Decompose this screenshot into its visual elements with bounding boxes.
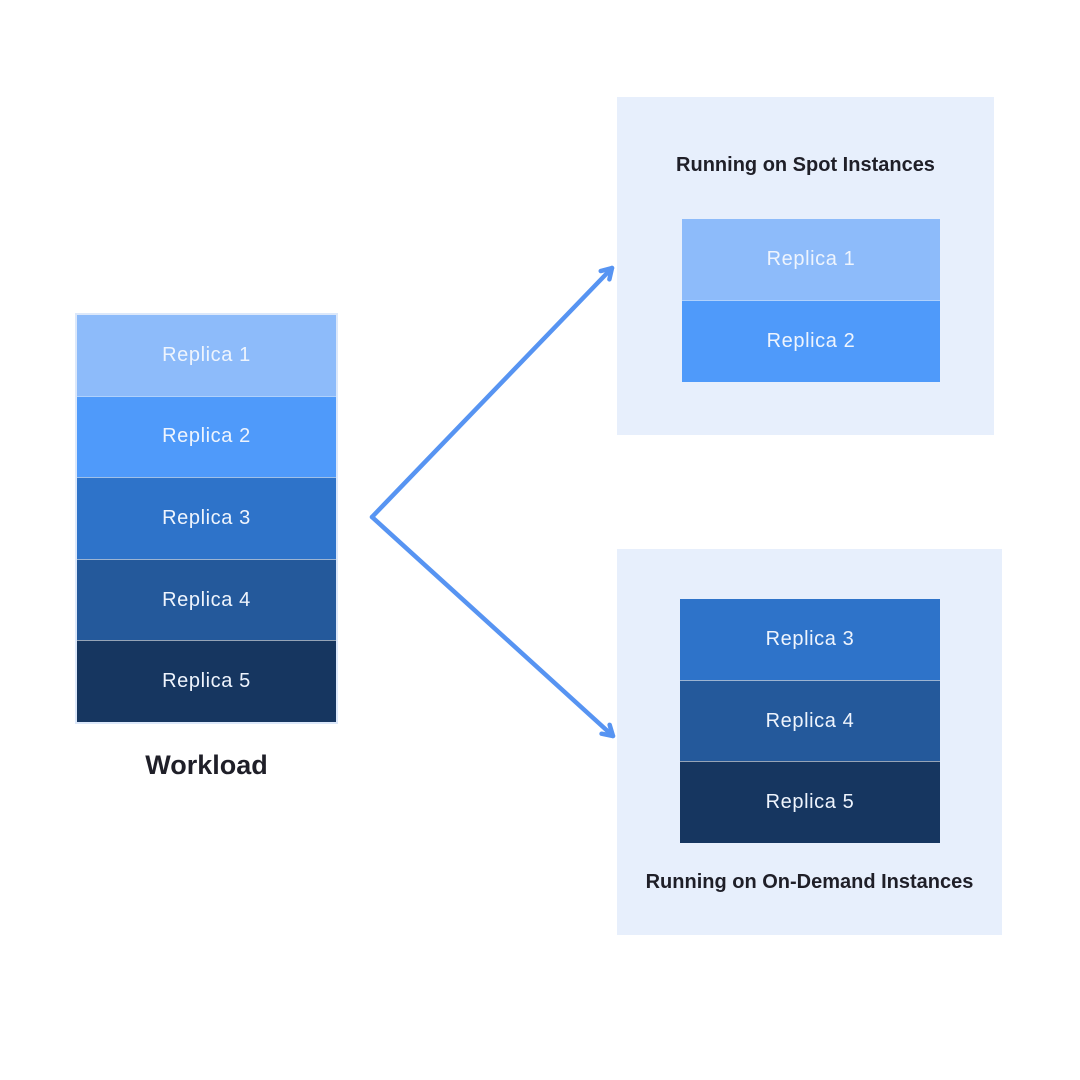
- workload-replica-3: Replica 3: [77, 477, 336, 559]
- workload-replica-5: Replica 5: [77, 640, 336, 722]
- workload-replica-1: Replica 1: [77, 315, 336, 396]
- ondemand-replica-4: Replica 4: [680, 679, 940, 762]
- spot-replica-1: Replica 1: [682, 219, 940, 300]
- ondemand-stack: Replica 3 Replica 4 Replica 5: [680, 599, 940, 844]
- spot-replica-2: Replica 2: [682, 300, 940, 382]
- workload-label: Workload: [145, 750, 268, 780]
- ondemand-replica-5: Replica 5: [680, 761, 940, 844]
- spot-instances-panel: Running on Spot Instances Replica 1 Repl…: [617, 97, 994, 435]
- spot-panel-title: Running on Spot Instances: [676, 154, 935, 176]
- workload-replica-2: Replica 2: [77, 395, 336, 478]
- arrow-to-spot-icon: [369, 265, 615, 520]
- arrow-to-ondemand-icon: [369, 514, 616, 739]
- ondemand-instances-panel: Replica 3 Replica 4 Replica 5 Running on…: [617, 549, 1002, 935]
- spot-stack: Replica 1 Replica 2: [682, 219, 940, 382]
- ondemand-panel-title: Running on On-Demand Instances: [645, 871, 974, 893]
- workload-stack: Replica 1 Replica 2 Replica 3 Replica 4 …: [75, 313, 338, 724]
- ondemand-replica-3: Replica 3: [680, 599, 940, 680]
- workload-replica-4: Replica 4: [77, 558, 336, 641]
